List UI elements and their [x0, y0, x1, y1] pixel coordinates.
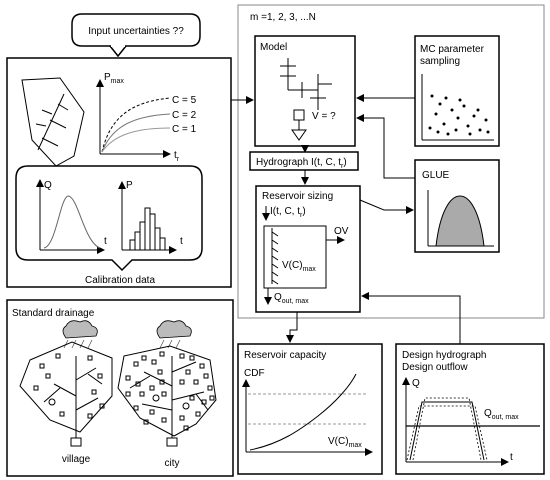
village-label: village [62, 454, 91, 465]
loop-label: m =1, 2, 3, ...N [250, 12, 316, 23]
design-t-axis-label: t [510, 452, 513, 463]
rainfall-histogram: P t [118, 180, 183, 254]
p-axis-label: P [126, 180, 133, 191]
city-catchment-icon [117, 320, 217, 447]
glue-title: GLUE [422, 170, 450, 181]
mc-title-line2: sampling [420, 56, 460, 67]
design-hydrograph-panel: Design hydrograph Design outflow Q t Qou… [395, 343, 545, 475]
observed-hydrograph: Q t [36, 179, 107, 254]
hydrograph-box: Hydrograph I(t, C, tr) [249, 151, 359, 171]
arrow-design-to-reservoir [361, 292, 461, 346]
arrow-reservoir-to-glue [359, 199, 414, 214]
calibration-panel: Pmax tr C = 5 C = 2 C = 1 Q t [6, 57, 232, 288]
input-uncertainties-callout: Input uncertainties ?? [71, 13, 201, 58]
overflow-label: OV [334, 226, 349, 237]
hydrograph-label: Hydrograph I(t, C, tr) [256, 157, 347, 170]
volume-question: V = ? [312, 111, 336, 122]
mc-title-line1: MC parameter [420, 44, 485, 55]
storage-tank [263, 225, 327, 289]
curve-label-c2: C = 2 [172, 110, 197, 121]
vmax-label: V(C)max [282, 260, 316, 273]
model-box: Model V = ? [254, 35, 356, 147]
input-uncertainties-text: Input uncertainties ?? [88, 26, 184, 37]
t-axis-label-p: t [180, 236, 183, 247]
cdf-axis-label: CDF [244, 368, 265, 379]
design-title-line1: Design hydrograph [402, 350, 487, 361]
q-axis-label: Q [44, 180, 52, 191]
t-axis-label-q: t [104, 236, 107, 247]
mc-sampling-box: MC parameter sampling [414, 35, 500, 147]
curve-label-c1: C = 1 [172, 124, 197, 135]
glue-box: GLUE [414, 159, 500, 253]
catchment-leaf-icon [21, 77, 85, 167]
pmax-chart: Pmax tr C = 5 C = 2 C = 1 [96, 72, 197, 163]
tank-hatching [271, 231, 279, 285]
city-label: city [165, 458, 180, 469]
model-title: Model [260, 42, 287, 53]
city-buildings [125, 351, 215, 431]
arrow-glue-to-model [356, 114, 415, 179]
curve-label-c5: C = 5 [172, 95, 197, 106]
sewer-network-icon [280, 58, 332, 141]
monte-carlo-loop-frame [237, 4, 545, 319]
design-title-line2: Design outflow [402, 362, 468, 373]
reservoir-title: Reservoir sizing [262, 191, 333, 202]
tr-axis-label: tr [174, 150, 180, 163]
village-catchment-icon [19, 320, 113, 447]
calibration-data-callout: Q t P t [15, 165, 203, 272]
reservoir-sizing-box: Reservoir sizing I(t, C, tr) OV V(C)max … [255, 185, 361, 313]
design-q-axis-label: Q [412, 378, 420, 389]
calibration-data-caption: Calibration data [85, 275, 155, 286]
pmax-axis-label: Pmax [104, 72, 124, 85]
reservoir-inflow-label: I(t, C, tr) [270, 206, 306, 219]
standard-drainage-panel: Standard drainage village [6, 299, 234, 477]
standard-drainage-title: Standard drainage [12, 308, 95, 319]
reservoir-capacity-title: Reservoir capacity [244, 350, 326, 361]
reservoir-capacity-panel: Reservoir capacity CDF V(C)max [237, 343, 383, 475]
qout-label: Qout, max [274, 292, 309, 305]
arrow-reservoir-to-capacity [286, 312, 298, 343]
mc-sample-points [428, 94, 490, 136]
design-qout-label: Qout, max [484, 408, 519, 421]
capacity-vmax-label: V(C)max [328, 436, 362, 449]
